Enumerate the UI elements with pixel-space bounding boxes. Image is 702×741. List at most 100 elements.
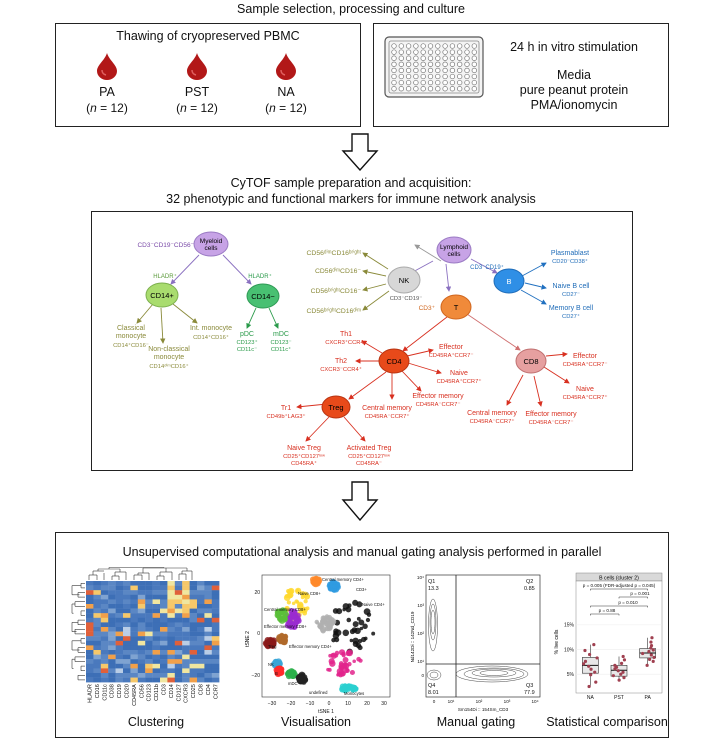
- plate-well: [457, 55, 463, 61]
- heatmap-cell: [152, 636, 161, 641]
- cd4-effmem-name: Effector memory: [412, 393, 464, 400]
- stats-point: [595, 656, 599, 660]
- tsne-point: [276, 637, 283, 643]
- heatmap-cell: [86, 654, 94, 660]
- heatmap-cell: [174, 636, 183, 641]
- heatmap-cell: [204, 631, 212, 637]
- cd4-effector-name: Effector: [439, 344, 464, 351]
- tsne-label-mdc: mDC: [288, 681, 298, 686]
- heatmap-cell: [152, 599, 161, 605]
- plate-well: [391, 73, 397, 80]
- nk-subset-1: CD56ᵈⁱᵐCD16ᵇʳⁱᵍʰᵗ: [307, 249, 362, 257]
- heatmap-cell: [100, 613, 109, 618]
- gate-ytick: 10⁴: [417, 575, 424, 580]
- tr1-name: Tr1: [281, 405, 291, 412]
- heatmap-cell: [86, 631, 94, 637]
- plate-well: [449, 55, 456, 61]
- t-node: [440, 294, 472, 320]
- naive-treg-marker-2: CD45RA⁺: [291, 460, 317, 467]
- heatmap-cell: [160, 631, 168, 637]
- plate-well: [457, 86, 463, 92]
- tsne-point: [316, 579, 321, 584]
- heatmap-col-label: CD45RA: [132, 684, 138, 706]
- classical-marker: CD14⁺CD16⁻: [113, 342, 149, 349]
- heatmap-col-label: HLADR: [88, 684, 94, 703]
- stats-point: [616, 669, 620, 673]
- heatmap-cell: [108, 594, 116, 600]
- gate-xtick: 10²: [476, 699, 483, 704]
- heatmap-cell: [152, 613, 161, 618]
- heatmap-cell: [204, 636, 212, 641]
- naive-treg-marker-1: CD25⁺CD127ˡᵒʷ: [283, 453, 325, 460]
- stim-condition-1: Media: [556, 68, 592, 82]
- heatmap-cell: [123, 585, 131, 591]
- heatmap-cell: [123, 673, 131, 678]
- tsne-xtick: 0: [328, 701, 331, 707]
- heatmap-cell: [100, 631, 109, 637]
- stats-point: [587, 664, 591, 668]
- heatmap-col-label: CCR7: [213, 684, 219, 699]
- plate-well: [420, 55, 426, 61]
- heatmap-cell: [160, 590, 168, 595]
- heatmap-cell: [100, 650, 109, 655]
- heatmap-cell: [108, 640, 116, 646]
- tsne-xtick: 10: [345, 701, 351, 707]
- heatmap-cell: [174, 608, 183, 614]
- down-arrow-icon: [341, 481, 379, 526]
- tsne-point: [342, 656, 349, 663]
- heatmap-cell: [160, 673, 168, 678]
- heatmap-cell: [115, 608, 124, 614]
- cd14neg-node: [246, 283, 280, 309]
- tsne-point: [341, 653, 346, 658]
- heatmap-cell: [115, 663, 124, 669]
- heatmap-cell: [108, 677, 116, 683]
- heatmap-cell: [174, 668, 183, 674]
- stats-boxplot: B cells (cluster 2) p = 0.005 (FDR-adjus…: [554, 572, 663, 701]
- plate-well: [435, 86, 441, 92]
- tsne-point: [351, 627, 358, 633]
- heatmap-cell: [204, 654, 212, 660]
- heatmap-cell: [137, 654, 146, 660]
- plate-well: [471, 73, 477, 80]
- stats-point: [647, 649, 651, 654]
- stats-point: [619, 661, 624, 665]
- tsne-point: [323, 622, 329, 627]
- stats-point: [583, 648, 587, 653]
- plate-well: [420, 86, 426, 92]
- heatmap-cell: [93, 617, 101, 623]
- heatmap-cell: [211, 594, 220, 600]
- heatmap-cell: [115, 636, 124, 641]
- heatmap-cell: [145, 585, 153, 591]
- heatmap-col-label: CD11c: [102, 684, 108, 701]
- heatmap-cell: [152, 590, 161, 595]
- heatmap-cell: [86, 627, 94, 632]
- heatmap-cell: [137, 599, 146, 605]
- stats-point: [583, 659, 588, 663]
- tsne-point: [356, 616, 361, 621]
- cd8-effmem-name: Effector memory: [525, 411, 577, 418]
- heatmap-cell: [182, 659, 190, 664]
- heatmap-cell: [160, 617, 168, 623]
- heatmap-cell: [130, 663, 138, 669]
- plate-well: [471, 79, 477, 86]
- heatmap-cell: [93, 650, 101, 655]
- plate-well: [449, 49, 456, 55]
- plate-well: [435, 73, 441, 80]
- significance-bracket: [618, 596, 648, 599]
- heatmap-cell: [182, 636, 190, 641]
- heatmap-cell: [211, 581, 220, 586]
- heatmap-cell: [137, 590, 146, 595]
- classical-name-1: Classical: [117, 325, 145, 332]
- heatmap-cell: [137, 663, 146, 669]
- heatmap-cell: [160, 677, 168, 683]
- plate-well: [442, 43, 448, 49]
- heatmap-cell: [197, 677, 205, 683]
- plate-well: [442, 73, 448, 80]
- intermediate-marker: CD14⁺CD16⁺: [193, 334, 229, 341]
- heatmap-cell: [115, 613, 124, 618]
- heatmap-cell: [204, 663, 212, 669]
- cd14pos-marker: HLADR⁺: [153, 273, 177, 280]
- plate-well: [442, 49, 448, 55]
- heatmap-cell: [145, 604, 153, 609]
- tsne-point: [291, 624, 298, 630]
